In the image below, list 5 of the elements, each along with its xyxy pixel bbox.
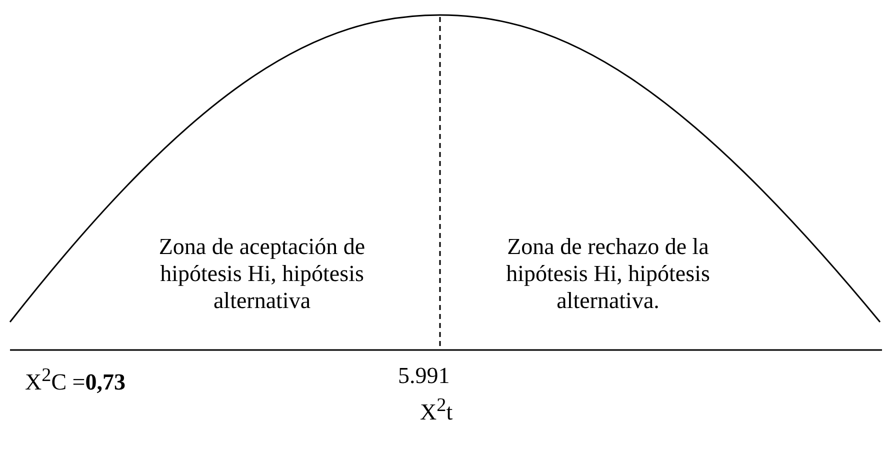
zone-label: Zona de aceptación de hipótesis Hi, hipótesis alternativa <box>158 233 366 314</box>
statistic-label: X$^{2}$t <box>420 394 453 426</box>
zone-label: Zona de rechazo de la hipótesis Hi, hipótesis alternativa. <box>505 233 711 314</box>
statistic-label: X$^{2}$C =0,73 <box>25 364 126 396</box>
critical-value-label: 5.991 <box>398 362 450 389</box>
